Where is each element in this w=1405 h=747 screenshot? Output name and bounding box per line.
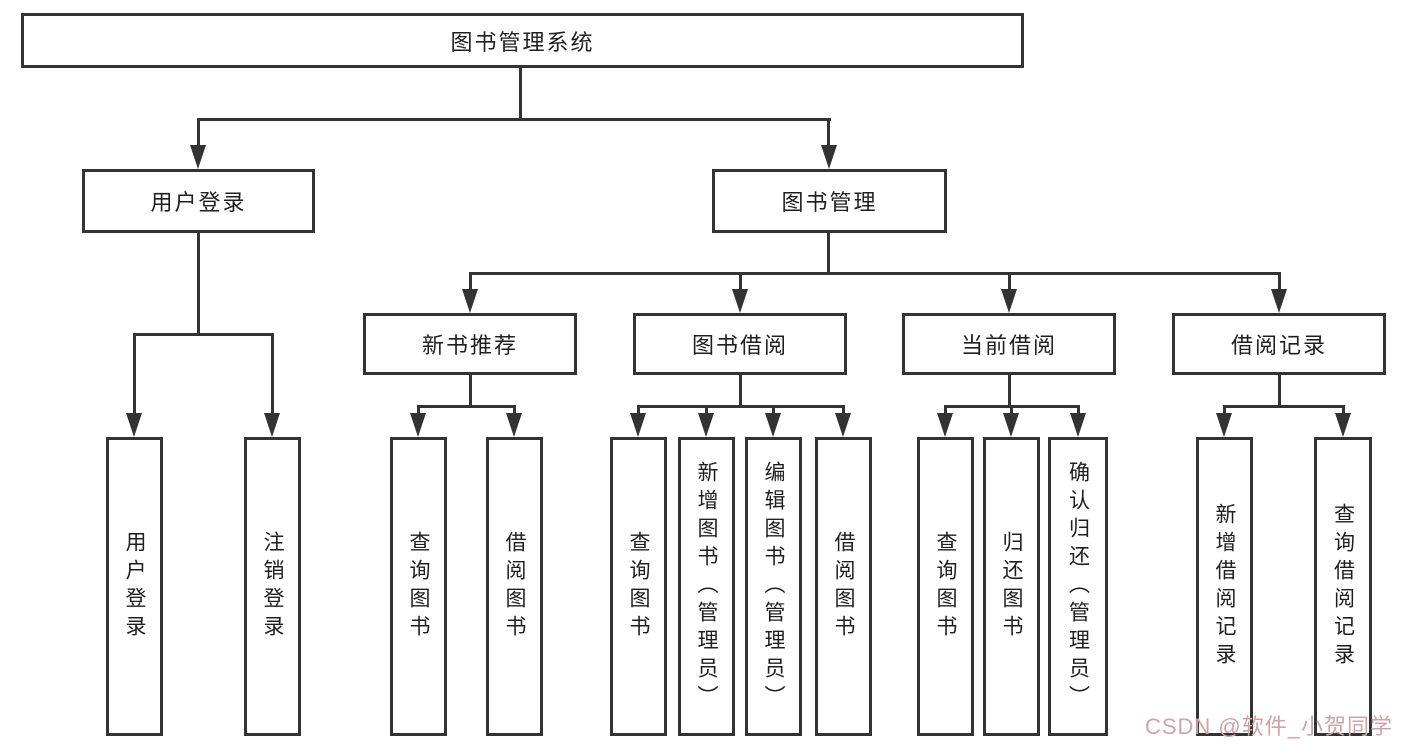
leaf-query-books-current-label: 查询图书 — [934, 530, 957, 643]
leaf-logout-login: 注销登录 — [244, 437, 301, 736]
connector-vline — [513, 405, 516, 417]
connector-vline — [1278, 375, 1281, 407]
connector-vline — [519, 68, 522, 119]
arrowhead-down — [1003, 413, 1019, 437]
node-book-borrow: 图书借阅 — [633, 313, 847, 375]
connector-hline — [197, 118, 831, 121]
node-borrow-records-label: 借阅记录 — [1230, 333, 1327, 358]
node-new-book-recommend-label: 新书推荐 — [421, 333, 518, 358]
leaf-edit-books-admin-label: 编辑图书（管理员） — [762, 460, 785, 713]
arrowhead-down — [821, 145, 837, 169]
connector-vline — [637, 405, 640, 417]
connector-vline — [1342, 405, 1345, 417]
node-book-borrow-label: 图书借阅 — [691, 333, 788, 358]
leaf-query-borrow-record: 查询借阅记录 — [1314, 437, 1372, 736]
node-book-management: 图书管理 — [712, 169, 947, 233]
connector-hline — [1223, 405, 1345, 408]
node-library-system-label: 图书管理系统 — [450, 29, 595, 55]
connector-hline — [417, 405, 516, 408]
arrowhead-down — [835, 413, 851, 437]
connector-vline — [1008, 375, 1011, 407]
leaf-query-books-recommend: 查询图书 — [390, 437, 447, 736]
connector-vline — [197, 118, 200, 145]
node-new-book-recommend: 新书推荐 — [363, 313, 577, 375]
csdn-watermark: CSDN @软件_小贺同学 — [1144, 714, 1393, 739]
leaf-borrow-books-recommend-label: 借阅图书 — [503, 530, 526, 643]
connector-vline — [827, 233, 830, 275]
connector-vline — [271, 333, 274, 413]
arrowhead-down — [1070, 413, 1086, 437]
node-book-management-label: 图书管理 — [781, 190, 878, 215]
leaf-return-books: 归还图书 — [983, 437, 1040, 736]
leaf-confirm-return-admin: 确认归还（管理员） — [1048, 437, 1108, 736]
arrowhead-down — [1216, 413, 1232, 437]
connector-vline — [469, 375, 472, 407]
leaf-query-books-borrow: 查询图书 — [610, 437, 667, 736]
node-current-borrow: 当前借阅 — [902, 313, 1116, 375]
node-user-login: 用户登录 — [82, 169, 315, 233]
leaf-confirm-return-admin-label: 确认归还（管理员） — [1066, 460, 1090, 713]
connector-vline — [1278, 272, 1281, 292]
connector-vline — [417, 405, 420, 417]
arrowhead-down — [732, 289, 748, 313]
connector-vline — [772, 405, 775, 417]
connector-vline — [197, 233, 200, 335]
arrowhead-down — [190, 145, 206, 169]
arrowhead-down — [630, 413, 646, 437]
connector-vline — [944, 405, 947, 417]
connector-vline — [705, 405, 708, 417]
connector-vline — [739, 272, 742, 292]
connector-hline — [133, 333, 274, 336]
connector-vline — [1077, 405, 1080, 417]
arrowhead-down — [506, 413, 522, 437]
arrowhead-down — [410, 413, 426, 437]
arrowhead-down — [1001, 289, 1017, 313]
leaf-add-books-admin: 新增图书（管理员） — [678, 437, 735, 736]
connector-hline — [637, 405, 845, 408]
connector-vline — [1008, 272, 1011, 292]
leaf-return-books-label: 归还图书 — [1000, 530, 1023, 643]
leaf-query-books-current: 查询图书 — [917, 437, 974, 736]
leaf-user-login: 用户登录 — [106, 437, 163, 736]
leaf-borrow-books-label: 借阅图书 — [832, 530, 855, 643]
connector-vline — [1223, 405, 1226, 417]
arrowhead-down — [765, 413, 781, 437]
node-current-borrow-label: 当前借阅 — [960, 333, 1057, 358]
leaf-borrow-books-recommend: 借阅图书 — [486, 437, 543, 736]
leaf-add-borrow-record-label: 新增借阅记录 — [1213, 502, 1236, 671]
leaf-edit-books-admin: 编辑图书（管理员） — [745, 437, 802, 736]
arrowhead-down — [1271, 289, 1287, 313]
connector-vline — [739, 375, 742, 407]
leaf-add-books-admin-label: 新增图书（管理员） — [695, 460, 718, 713]
leaf-add-borrow-record: 新增借阅记录 — [1196, 437, 1253, 736]
arrowhead-down — [698, 413, 714, 437]
connector-vline — [827, 118, 830, 145]
node-user-login-label: 用户登录 — [150, 190, 247, 215]
leaf-logout-login-label: 注销登录 — [261, 530, 284, 643]
arrowhead-down — [1335, 413, 1351, 437]
leaf-query-books-borrow-label: 查询图书 — [627, 530, 650, 643]
leaf-query-books-recommend-label: 查询图书 — [407, 530, 430, 643]
arrowhead-down — [462, 289, 478, 313]
leaf-user-login-label: 用户登录 — [123, 530, 146, 643]
arrowhead-down — [126, 413, 142, 437]
connector-vline — [469, 272, 472, 292]
leaf-borrow-books: 借阅图书 — [815, 437, 872, 736]
connector-vline — [133, 333, 136, 413]
leaf-query-borrow-record-label: 查询借阅记录 — [1331, 502, 1355, 671]
connector-vline — [842, 405, 845, 417]
node-borrow-records: 借阅记录 — [1172, 313, 1386, 375]
arrowhead-down — [937, 413, 953, 437]
node-library-system: 图书管理系统 — [21, 13, 1024, 68]
connector-hline — [469, 272, 1281, 275]
arrowhead-down — [264, 413, 280, 437]
connector-vline — [1010, 405, 1013, 417]
